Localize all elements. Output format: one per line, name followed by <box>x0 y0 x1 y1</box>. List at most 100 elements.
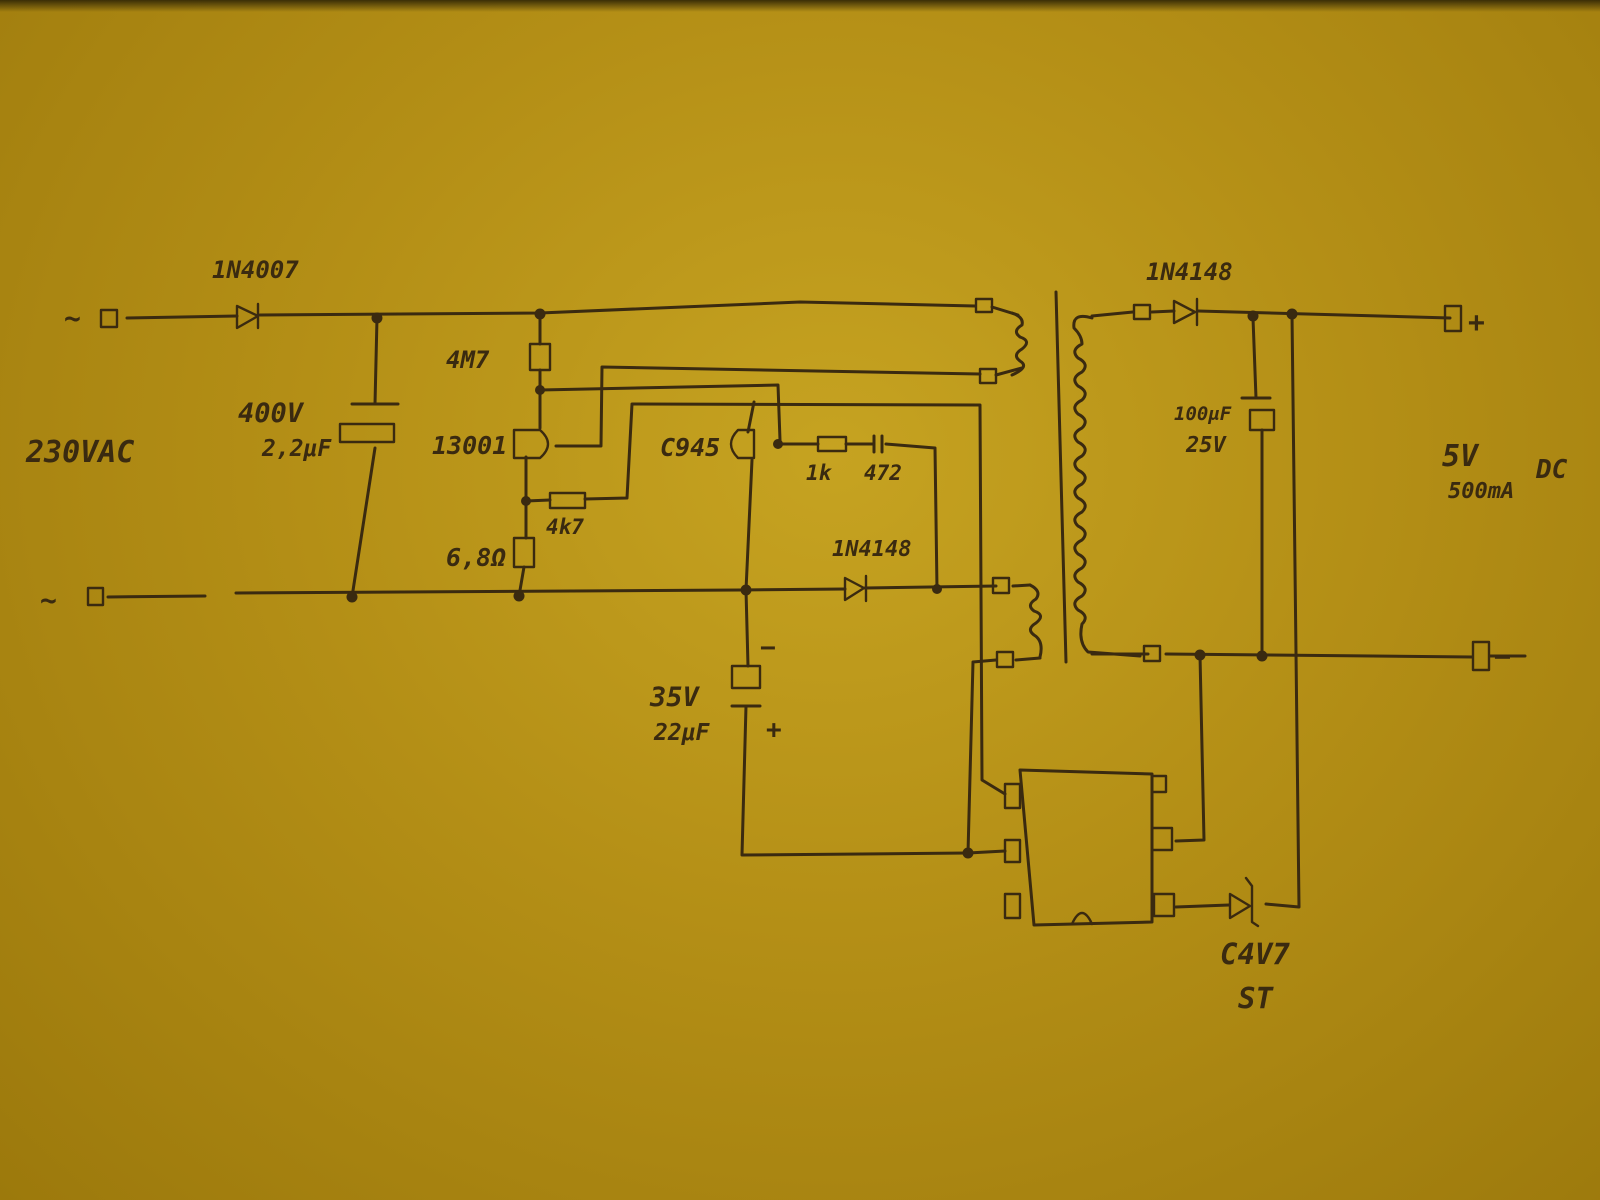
wire-feedback-line <box>1264 312 1301 909</box>
junction-dot <box>371 312 383 324</box>
label-1n4148-aux: 1N4148 <box>832 537 911 562</box>
wire-sec-top <box>1090 309 1452 320</box>
junction-dot <box>521 496 531 506</box>
primary-terminal-top <box>974 297 994 314</box>
junctions <box>346 308 1298 859</box>
wire-optocoupler <box>1174 653 1206 843</box>
label-aux-cap-plus: + <box>766 715 782 745</box>
wire-bulk-cap <box>350 316 379 599</box>
junction-dot <box>346 591 358 603</box>
wire-bottom-rail <box>234 587 847 595</box>
wire-base-loop <box>554 365 982 448</box>
wire-ic-ground <box>966 658 1007 855</box>
wire-aux-winding-top <box>1011 583 1032 588</box>
wire-top-input <box>125 314 239 320</box>
wire-top-rail <box>258 300 977 317</box>
ic-pin <box>1152 892 1176 918</box>
diode-1n4148-aux <box>843 574 868 603</box>
capacitor-output <box>1240 396 1276 432</box>
junction-dot <box>1256 650 1268 662</box>
transformer-core <box>1054 290 1068 664</box>
aux-terminal-bottom <box>995 650 1015 669</box>
wire-aux-winding-bottom <box>1014 656 1042 662</box>
label-100u: 100μF <box>1174 403 1232 425</box>
ac-terminal-bottom <box>86 586 105 607</box>
primary-terminal-bottom <box>978 367 998 385</box>
label-22u: 22μF <box>653 720 711 746</box>
diode-1n4148-out <box>1172 297 1199 327</box>
ic-pin <box>1150 774 1168 794</box>
junction-dot <box>1194 649 1206 661</box>
resistor-6r8 <box>512 536 536 569</box>
junction-dot <box>773 439 783 449</box>
capacitor-bulk <box>338 402 400 444</box>
ac-symbol-top: ~ <box>64 302 81 335</box>
out-terminal-plus <box>1443 304 1463 333</box>
junction-dot <box>740 584 752 596</box>
label-out-plus: + <box>1468 306 1485 339</box>
transistor-13001 <box>512 428 550 460</box>
junction-dot <box>534 308 546 320</box>
wire-snubber <box>776 442 939 591</box>
out-terminal-minus <box>1471 640 1491 672</box>
label-1n4007: 1N4007 <box>212 256 299 284</box>
ic-pin <box>1003 838 1022 864</box>
label-out-minus: − <box>1494 640 1511 673</box>
wire-output-cap <box>1251 316 1264 659</box>
aux-terminal-top <box>991 576 1011 595</box>
label-6r8: 6,8Ω <box>446 543 506 572</box>
ic-pin <box>1150 826 1174 852</box>
wire-aux-cap <box>740 588 970 857</box>
wire-primary-bottom <box>994 366 1024 377</box>
aux-winding <box>1028 583 1043 659</box>
junction-dot <box>932 584 942 594</box>
wires <box>106 290 1527 909</box>
label-aux-cap-minus: − <box>760 633 776 663</box>
wire-c945-emitter <box>744 458 754 592</box>
label-500ma: 500mA <box>1448 479 1514 504</box>
junction-dot <box>513 590 525 602</box>
junction-dot <box>1286 308 1298 320</box>
junction-dot <box>962 847 974 859</box>
label-1n4148-out: 1N4148 <box>1146 258 1233 286</box>
label-4m7: 4M7 <box>446 346 490 374</box>
label-25v: 25V <box>1185 433 1227 458</box>
sec-terminal-top <box>1132 303 1152 321</box>
label-13001: 13001 <box>432 431 507 460</box>
wire-sec-bottom <box>1090 652 1474 659</box>
resistor-4m7 <box>528 342 552 372</box>
label-c4v7: C4V7 <box>1220 937 1290 971</box>
diode-1n4007 <box>235 302 260 330</box>
label-472: 472 <box>864 461 902 485</box>
primary-winding <box>1010 311 1028 377</box>
transistor-c945 <box>729 428 756 460</box>
label-230vac: 230VAC <box>25 435 134 470</box>
ic-package <box>1003 768 1176 927</box>
resistor-4k7 <box>548 491 587 510</box>
resistor-1k <box>816 435 848 453</box>
label-st: ST <box>1238 981 1274 1015</box>
label-4k7: 4k7 <box>546 515 584 539</box>
capacitor-472 <box>872 434 884 454</box>
labels: ~ ~ 230VAC 1N4007 400V 2,2μF 4M7 13001 4… <box>25 256 1568 1015</box>
label-2u2: 2,2μF <box>261 436 332 462</box>
junction-dot <box>535 385 545 395</box>
label-35v: 35V <box>649 682 701 713</box>
paper-shadow-edge <box>0 0 1600 12</box>
wire-bottom-after-diode <box>863 584 998 590</box>
ac-terminal-top <box>99 308 119 329</box>
terminals <box>86 297 1491 672</box>
zener-diode <box>1228 876 1260 928</box>
sec-terminal-bottom <box>1142 644 1162 663</box>
label-1k: 1k <box>806 461 833 485</box>
secondary-winding <box>1072 314 1142 658</box>
label-400v: 400V <box>238 398 305 429</box>
wire-node-to-right <box>538 383 782 442</box>
label-dc: DC <box>1535 455 1568 485</box>
wire-zener <box>1174 903 1231 909</box>
ic-pin <box>1003 892 1022 920</box>
wire-bottom-input <box>106 594 207 599</box>
aux-cap-plate-rect <box>730 664 762 690</box>
